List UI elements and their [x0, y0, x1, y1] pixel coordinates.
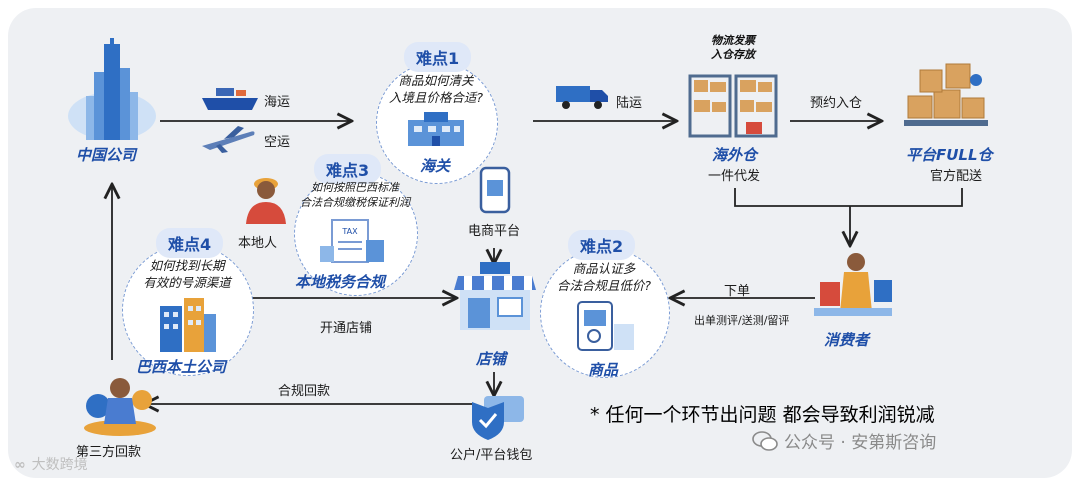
difficulty-1-badge: 难点1: [404, 42, 472, 72]
warning-note: * 任何一个环节出问题 都会导致利润锐减: [590, 404, 935, 426]
open-store-label: 开通店铺: [320, 321, 373, 336]
full-warehouse-sub: 官方配送: [930, 169, 983, 184]
watermark-text: 公众号 · 安第斯咨询: [784, 433, 937, 453]
ecommerce-platform-label: 电商平台: [468, 224, 521, 239]
phone-icon: [479, 166, 511, 214]
wechat-icon: [752, 431, 778, 451]
product-question: 商品认证多 合法合规且低价?: [556, 261, 652, 293]
overseas-caption: 物流发票 入仓存放: [711, 34, 755, 61]
overseas-warehouse-sub: 一件代发: [708, 169, 761, 184]
corner-logo: ∞大数跨境: [14, 457, 88, 473]
difficulty-4-badge: 难点4: [156, 228, 224, 258]
consumer-title: 消费者: [824, 331, 870, 349]
truck-icon: [556, 86, 608, 109]
product-box-icon: [577, 301, 634, 351]
warehouse-shelves-icon: [688, 74, 778, 138]
local-person-label: 本地人: [238, 236, 278, 251]
tax-document-icon: TAX: [320, 219, 384, 263]
customs-question: 商品如何清关 入境且价格合适?: [388, 73, 484, 105]
merge-line: [734, 188, 963, 207]
full-warehouse-icon: [904, 63, 988, 126]
wallet-shield-icon: [472, 396, 524, 440]
order-label: 下单: [724, 284, 751, 299]
third-party-label: 第三方回款: [76, 445, 142, 460]
storefront-icon: [454, 262, 536, 330]
brazil-question: 如何找到长期 有效的号源渠道: [143, 258, 231, 290]
skyscraper-icon: [68, 38, 156, 140]
overseas-warehouse-title: 海外仓: [712, 146, 758, 164]
land-label: 陆运: [616, 96, 643, 111]
order-sub-label: 出单测评/送测/留评: [694, 314, 790, 327]
ship-icon: [202, 88, 258, 110]
difficulty-3-badge: 难点3: [314, 154, 382, 184]
corner-logo-mark: ∞: [14, 457, 26, 473]
air-label: 空运: [264, 135, 291, 150]
wallet-label: 公户/平台钱包: [450, 448, 533, 463]
tax-question: 如何按照巴西标准 合法合规缴税保证利润: [300, 181, 410, 209]
svg-text:TAX: TAX: [341, 227, 358, 236]
customs-building-icon: [408, 112, 464, 146]
coins-icon: [84, 378, 156, 436]
consumer-shopping-icon: [814, 253, 892, 316]
local-person-icon: [246, 178, 286, 224]
sea-label: 海运: [264, 95, 291, 110]
full-warehouse-title: 平台FULL仓: [906, 146, 993, 164]
tax-title: 本地税务合规: [295, 273, 386, 291]
brazil-title: 巴西本土公司: [136, 358, 227, 376]
airplane-icon: [202, 126, 255, 153]
book-in-label: 预约入仓: [810, 96, 863, 111]
difficulty-2-badge: 难点2: [568, 230, 636, 260]
product-title: 商品: [588, 361, 619, 379]
refund-label: 合规回款: [278, 384, 331, 399]
customs-title: 海关: [420, 157, 451, 175]
china-company-title: 中国公司: [76, 146, 137, 164]
store-title: 店铺: [476, 350, 507, 368]
brazil-building-icon: [160, 298, 216, 352]
